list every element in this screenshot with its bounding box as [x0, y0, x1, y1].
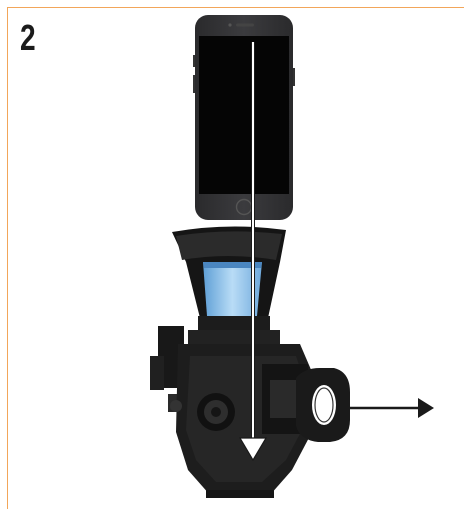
smartphone-icon	[193, 15, 295, 220]
arrow-down-icon	[238, 42, 268, 462]
figure-frame	[7, 7, 464, 509]
step-number: 2	[20, 17, 36, 58]
arrow-right-icon	[346, 398, 434, 418]
telescope-mount-icon	[150, 226, 350, 498]
